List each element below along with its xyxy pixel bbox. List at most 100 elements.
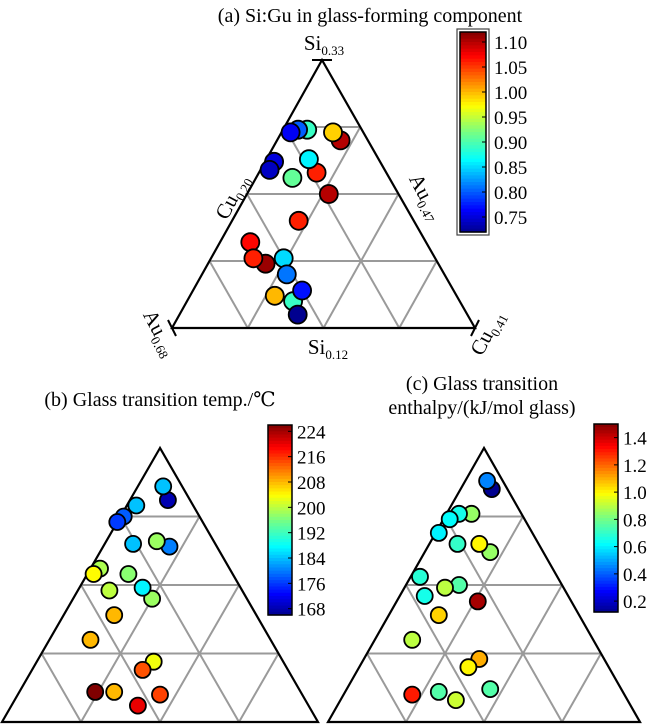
colorbar-segment (460, 62, 486, 66)
colorbar-segment (268, 599, 292, 603)
colorbar-segment (594, 580, 618, 585)
colorbar-tick-label: 1.4 (623, 429, 647, 450)
colorbar-segment (460, 72, 486, 76)
ternary-outline (0, 445, 320, 724)
colorbar-segment (268, 564, 292, 569)
colorbar-segment (460, 178, 486, 183)
data-point (151, 685, 169, 704)
colorbar-segment (594, 571, 618, 575)
colorbar-segment (594, 499, 618, 503)
colorbar-segment (594, 596, 618, 601)
colorbar-segment (268, 456, 292, 461)
colorbar-segment (268, 586, 292, 591)
corner-label-right: Cu0.41 (465, 306, 511, 360)
colorbar-segment (268, 431, 292, 436)
colorbar-segment (460, 225, 486, 230)
colorbar-segment (594, 477, 618, 481)
colorbar-segment (594, 577, 618, 582)
data-point (105, 683, 124, 701)
colorbar-segment (268, 589, 292, 594)
colorbar-segment (594, 552, 618, 557)
colorbar-segment (460, 95, 486, 100)
data-point (318, 184, 339, 204)
colorbar-segment (594, 424, 618, 428)
colorbar-segment (268, 513, 292, 518)
corner-label-top: Si0.33 (304, 31, 344, 58)
left-cap (167, 319, 177, 337)
colorbar-segment (594, 449, 618, 453)
colorbar-segment (594, 452, 618, 456)
colorbar-tick-label: 1.10 (494, 33, 527, 54)
colorbar-segment (594, 505, 618, 510)
chart-title: (a) Si:Gu in glass-forming component (218, 5, 523, 27)
right-cap (470, 319, 480, 337)
colorbar-segment (594, 602, 618, 607)
colorbar-segment (460, 165, 486, 170)
colorbar-segment (460, 85, 486, 90)
colorbar-segment (460, 172, 486, 176)
ternary-gridline (444, 516, 563, 723)
colorbar-segment (594, 546, 618, 550)
colorbar-segment (594, 467, 618, 472)
colorbar-segment (268, 450, 292, 455)
colorbar-segment (268, 583, 292, 588)
colorbar-tick-label: 224 (297, 422, 326, 443)
data-point (280, 122, 301, 143)
data-point (411, 567, 429, 586)
colorbar-tick-label: 1.05 (494, 58, 527, 79)
colorbar-segment (460, 138, 486, 143)
colorbar-segment (268, 608, 292, 613)
colorbar-segment (460, 228, 486, 233)
colorbar-segment (268, 611, 292, 616)
data-point (128, 696, 147, 715)
data-point (259, 159, 280, 180)
colorbar-segment (594, 508, 618, 513)
colorbar-segment (268, 558, 292, 562)
colorbar-segment (460, 125, 486, 130)
data-point (288, 210, 309, 231)
colorbar-segment (268, 577, 292, 581)
data-point (440, 510, 459, 529)
colorbar-segment (594, 496, 618, 500)
data-point (459, 658, 478, 677)
colorbar-segment (460, 148, 486, 153)
colorbar-segment (268, 510, 292, 515)
colorbar-segment (594, 558, 618, 563)
colorbar-segment (460, 202, 486, 206)
colorbar-segment (460, 38, 486, 43)
colorbar-segment (268, 602, 292, 607)
colorbar-segment (268, 535, 292, 540)
data-point (448, 535, 467, 553)
ternary-gridline (119, 516, 240, 723)
colorbar-tick-label: 1.0 (623, 483, 647, 504)
chart-title: (c) Glass transition (406, 373, 558, 395)
data-point (86, 683, 105, 701)
colorbar-segment (594, 605, 618, 610)
data-point (127, 496, 146, 515)
colorbar-segment (268, 570, 292, 575)
colorbar-segment (460, 78, 486, 83)
data-point (470, 535, 489, 553)
data-point (276, 264, 297, 285)
colorbar-segment (594, 433, 618, 438)
colorbar-segment (460, 75, 486, 80)
data-point (429, 524, 448, 542)
data-point (429, 683, 448, 701)
colorbar-segment (268, 444, 292, 448)
colorbar-segment (460, 52, 486, 56)
data-point (403, 685, 422, 704)
colorbar-segment (460, 205, 486, 210)
data-point (323, 122, 343, 143)
colorbar-segment (460, 142, 486, 146)
colorbar-segment (460, 198, 486, 203)
colorbar-segment (268, 463, 292, 467)
colorbar-segment (594, 568, 618, 572)
data-point (282, 167, 303, 188)
data-point (429, 606, 448, 624)
colorbar-segment (594, 590, 618, 594)
colorbar-tick-label: 0.2 (623, 592, 647, 613)
colorbar-segment (460, 98, 486, 103)
colorbar-segment (460, 105, 486, 110)
colorbar-segment (268, 475, 292, 480)
